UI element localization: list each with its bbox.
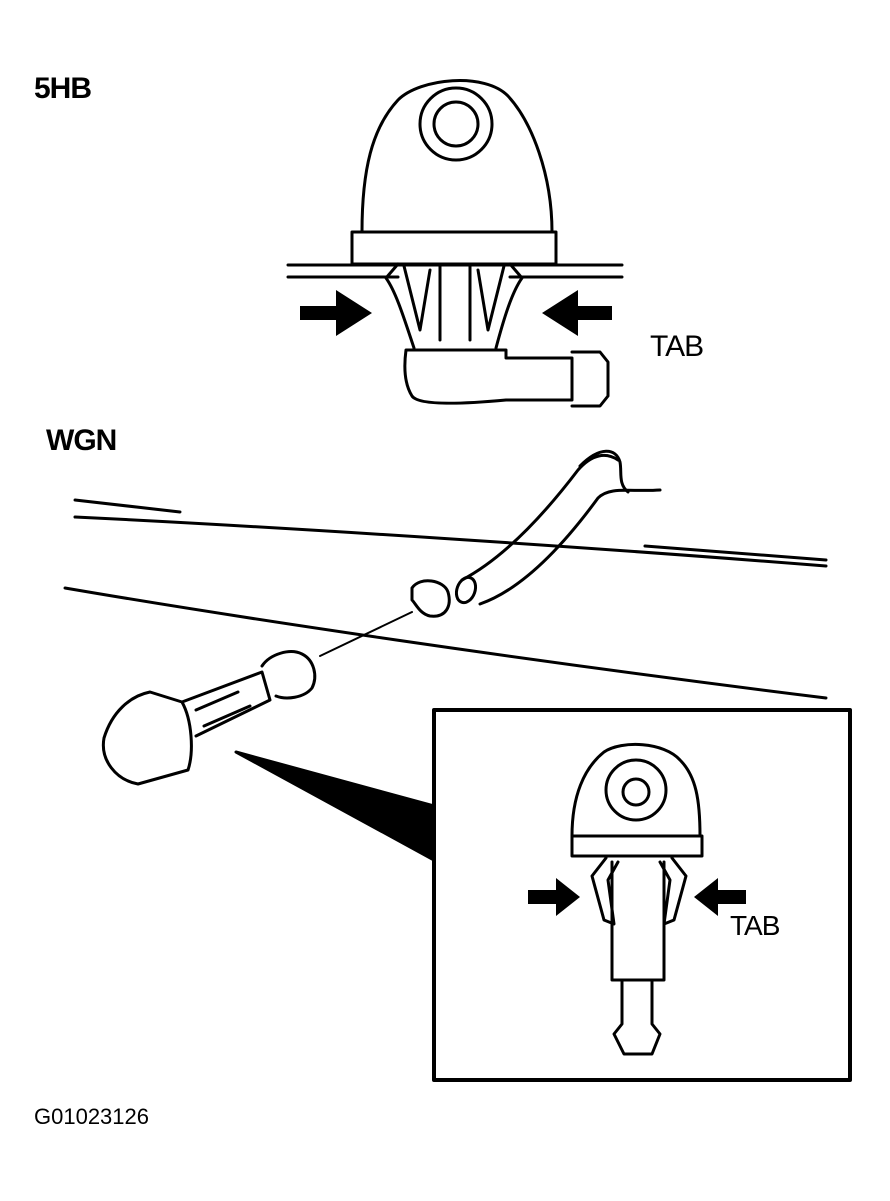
panel-line-upper-right [643,544,828,562]
nozzle-clip-ring [410,579,451,618]
arrow-left-inset [528,878,580,916]
nozzle-head [360,79,554,234]
arrow-left-5hb [300,290,372,336]
tab-label-inset: TAB [730,910,780,941]
panel-line-lower [63,586,828,700]
nozzle-5hb [286,79,624,408]
arrow-right-5hb [542,290,612,336]
inset-outlet-inner [621,777,651,807]
variant-label-5hb: 5HB [34,72,92,105]
variant-label-wgn: WGN [46,424,117,457]
wgn-nozzle-tip [260,650,317,700]
arrow-right-inset [694,878,746,916]
washer-hose-end [578,449,630,494]
inset-stem [610,860,666,982]
wgn-nozzle-head [101,690,193,786]
inset-barb [612,978,662,1056]
nozzle-hose-barb [570,350,610,408]
tab-label-5hb: TAB [650,330,704,363]
nozzle-outlet-outer [418,86,494,162]
callout-wedge [234,750,436,862]
nozzle-clip-tab-right [476,264,506,332]
inset-clip-right [658,856,688,926]
inset-clip-left [590,856,620,926]
nozzle-wgn [63,449,852,1082]
washer-hose-opening [454,575,478,605]
figure-code: G01023126 [34,1104,149,1129]
inset-outlet-outer [604,758,668,822]
inset-flange [570,834,704,858]
nozzle-outlet-inner [432,100,480,148]
wgn-nozzle-shaft [180,670,272,738]
nozzle-elbow [403,348,574,405]
inset-nozzle-head [570,742,702,838]
leader-line [319,611,413,657]
nozzle-clip-tab-left [402,264,432,332]
panel-line-upper [73,515,828,568]
nozzle-clip-body [384,262,524,350]
nozzle-flange [350,230,558,266]
nozzle-clip-center [438,262,472,342]
inset-frame [432,708,852,1082]
panel-line-upper-left [73,498,182,514]
washer-hose [460,453,662,606]
